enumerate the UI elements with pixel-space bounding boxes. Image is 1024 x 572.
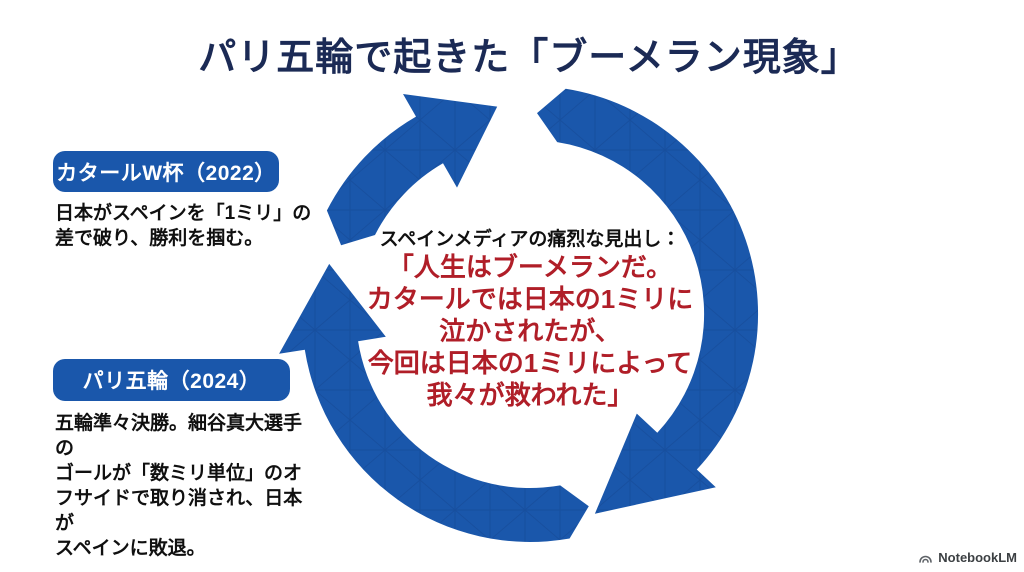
cycle-arrow-top	[326, 94, 498, 246]
center-quote: 「人生はブーメランだ。 カタールでは日本の1ミリに 泣かされたが、 今回は日本の…	[0, 251, 1024, 411]
page-title: パリ五輪で起きた「ブーメラン現象」	[198, 37, 860, 79]
center-quote-line-4: 今回は日本の1ミリによって	[367, 348, 693, 378]
event-desc-paris-line-2: ゴールが「数ミリ単位」のオ	[55, 463, 303, 484]
event-desc-paris-line-4: スペインに敗退。	[55, 538, 206, 559]
footer-brand-text: NotebookLM	[938, 550, 1017, 565]
notebooklm-logo-icon	[919, 555, 933, 563]
event-desc-qatar-2022: 日本がスペインを「1ミリ」の 差で破り、勝利を掴む。	[55, 201, 315, 251]
event-label-qatar-text: カタールW杯（2022）	[56, 161, 276, 185]
event-desc-qatar-line-2: 差で破り、勝利を掴む。	[55, 228, 264, 249]
center-quote-line-1: 「人生はブーメランだ。	[387, 252, 673, 282]
event-label-paris-2024: パリ五輪（2024）	[53, 359, 290, 401]
center-quote-line-2: カタールでは日本の1ミリに	[366, 284, 694, 314]
event-desc-paris-line-1: 五輪準々決勝。細谷真大選手の	[55, 413, 303, 459]
event-desc-paris-2024: 五輪準々決勝。細谷真大選手の ゴールが「数ミリ単位」のオ フサイドで取り消され、…	[55, 411, 315, 561]
event-desc-qatar-line-1: 日本がスペインを「1ミリ」の	[55, 203, 312, 224]
center-quote-line-5: 我々が救われた」	[426, 380, 634, 410]
center-quote-line-3: 泣かされたが、	[439, 316, 621, 346]
footer-brand: NotebookLM	[918, 550, 1017, 565]
event-desc-paris-line-3: フサイドで取り消され、日本が	[55, 488, 303, 534]
event-label-paris-text: パリ五輪（2024）	[82, 370, 261, 393]
cycle-arrow-bottom-left	[279, 263, 589, 542]
event-label-qatar-2022: カタールW杯（2022）	[53, 151, 279, 192]
cycle-arrow-right	[537, 88, 759, 514]
center-heading: スペインメディアの痛烈な見出し：	[379, 229, 681, 250]
